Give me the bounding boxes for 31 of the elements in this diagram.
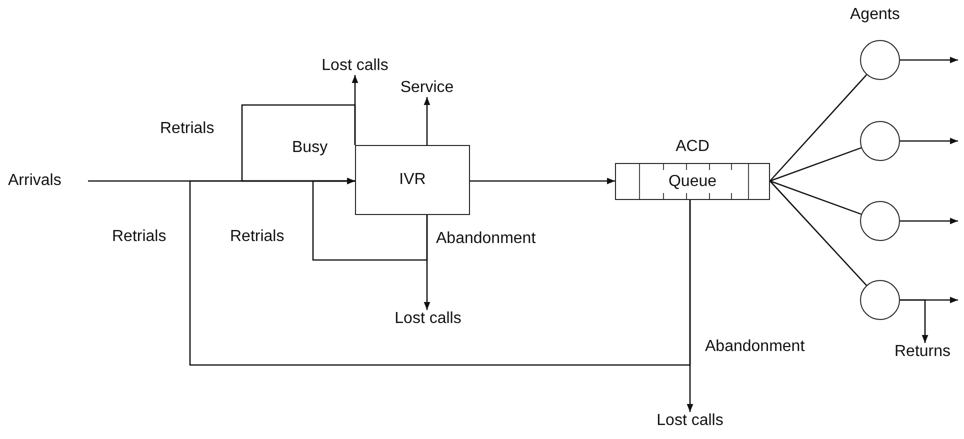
arrow <box>900 218 958 224</box>
node-label: Arrivals <box>8 172 88 190</box>
agent-circle <box>860 280 900 320</box>
edge-label: Abandonment <box>705 338 805 356</box>
arrow <box>900 138 958 144</box>
queue-box: Queue <box>615 163 770 200</box>
edge-label: Busy <box>292 139 328 157</box>
agent-circle <box>860 201 900 241</box>
edge-label: Retrials <box>160 120 214 138</box>
agent-circle <box>860 40 900 80</box>
arrow <box>900 56 958 64</box>
edge-label: Retrials <box>112 228 166 246</box>
arrow <box>470 178 615 184</box>
queue-heading: ACD <box>674 138 710 156</box>
process-box: IVR <box>355 145 470 215</box>
node-label: Lost calls <box>378 310 478 328</box>
group-label: Agents <box>850 6 900 24</box>
arrow <box>189 178 691 366</box>
agent-circle <box>860 121 900 161</box>
node-label: Lost calls <box>305 57 405 75</box>
node-label: Lost calls <box>640 412 740 430</box>
edge-label: Abandonment <box>436 230 536 248</box>
node-label: Returns <box>885 343 960 361</box>
connector-line <box>770 180 862 215</box>
connector-line <box>770 74 867 182</box>
edge-label: Retrials <box>230 228 284 246</box>
connector-line <box>770 147 862 182</box>
arrow <box>424 97 430 145</box>
connector-line <box>770 180 867 286</box>
node-label: Service <box>377 79 477 97</box>
arrow <box>900 299 928 343</box>
